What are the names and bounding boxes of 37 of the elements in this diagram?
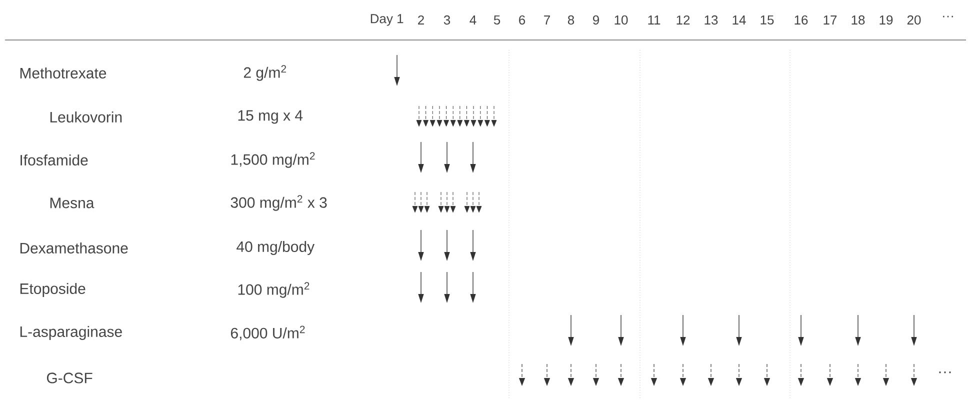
day-number: 9 <box>593 15 599 25</box>
day-number: 4 <box>470 16 476 24</box>
day-number: 19 <box>880 15 893 25</box>
day-number: 13 <box>704 15 718 25</box>
drug-name: Ifosfamide <box>20 154 88 166</box>
day-number: 14 <box>732 16 746 24</box>
ellipsis: ··· <box>939 372 951 374</box>
day-number: 2 <box>418 15 424 25</box>
drug-name: Leukovorin <box>50 111 122 122</box>
dose-label: 300 mg/m$^{2}$ x 3 <box>230 195 327 211</box>
day-number: 8 <box>568 15 574 25</box>
dose-label: 15 mg x 4 <box>238 110 303 124</box>
day-number: 5 <box>494 15 500 25</box>
day-number: 20 <box>907 15 921 25</box>
day-number: 12 <box>676 15 690 25</box>
dose-label: 2 g/m$^{2}$ <box>244 65 286 81</box>
drug-name: Etoposide <box>20 283 86 297</box>
drug-name: L-asparaginase <box>20 326 122 340</box>
day-number: 6 <box>519 15 526 25</box>
dose-label: 1,500 mg/m$^{2}$ <box>231 152 315 168</box>
dose-label: 100 mg/m$^{2}$ <box>238 282 310 298</box>
day-number: 11 <box>648 16 660 24</box>
drug-name: G-CSF <box>46 372 92 384</box>
dose-label: 40 mg/body <box>236 241 315 255</box>
day-number: 18 <box>852 15 865 25</box>
day-number: 15 <box>760 15 774 25</box>
day-number: 7 <box>544 16 550 24</box>
dose-label: 6,000 U/m$^{2}$ <box>230 326 305 340</box>
drug-name: Mesna <box>50 198 94 208</box>
day-number: 10 <box>614 15 628 25</box>
day-number: 17 <box>824 16 837 24</box>
ellipsis: ··· <box>943 16 953 18</box>
day-number: 16 <box>794 15 808 25</box>
day-number: Day 1 <box>370 14 404 26</box>
drug-name: Dexamethasone <box>20 242 128 254</box>
drug-name: Methotrexate <box>20 67 106 78</box>
day-number: 3 <box>444 15 450 25</box>
